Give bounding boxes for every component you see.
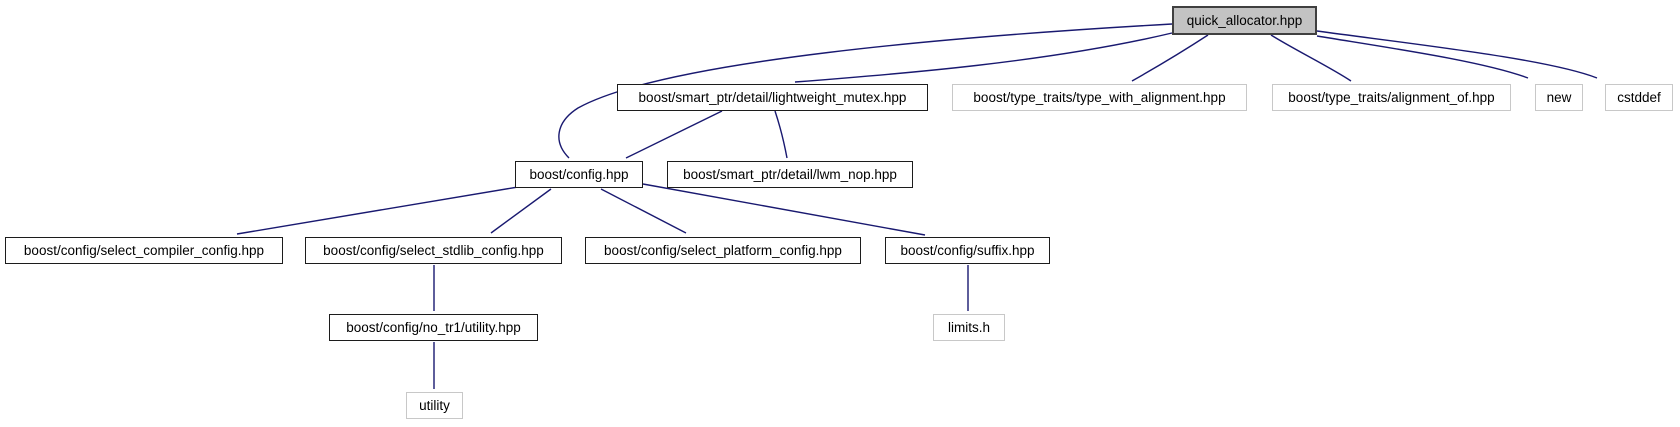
edge-quick_allocator-to-cstddef <box>1316 30 1598 79</box>
graph-node-quick_allocator: quick_allocator.hpp <box>1172 6 1317 35</box>
edge-config-to-select_compiler <box>236 186 519 235</box>
graph-node-select_compiler[interactable]: boost/config/select_compiler_config.hpp <box>5 237 283 264</box>
graph-node-type_with_alignment: boost/type_traits/type_with_alignment.hp… <box>952 84 1247 111</box>
graph-node-alignment_of: boost/type_traits/alignment_of.hpp <box>1272 84 1511 111</box>
edge-quick_allocator-to-alignment_of <box>1270 34 1352 82</box>
graph-node-limits_h: limits.h <box>933 314 1005 341</box>
edge-lightweight_mutex-to-config <box>625 110 723 159</box>
graph-node-lwm_nop[interactable]: boost/smart_ptr/detail/lwm_nop.hpp <box>667 161 913 188</box>
edge-config-to-select_platform <box>600 188 687 234</box>
graph-node-lightweight_mutex[interactable]: boost/smart_ptr/detail/lightweight_mutex… <box>617 84 928 111</box>
graph-node-no_tr1_utility[interactable]: boost/config/no_tr1/utility.hpp <box>329 314 538 341</box>
graph-node-select_stdlib[interactable]: boost/config/select_stdlib_config.hpp <box>305 237 562 264</box>
edge-config-to-suffix <box>642 183 926 236</box>
edge-lightweight_mutex-to-lwm_nop <box>774 110 788 159</box>
graph-node-new: new <box>1535 84 1583 111</box>
graph-node-utility: utility <box>406 392 463 419</box>
edge-quick_allocator-to-type_with_alignment <box>1131 34 1209 82</box>
edge-config-to-select_stdlib <box>490 188 552 234</box>
edge-quick_allocator-to-lightweight_mutex <box>794 32 1173 83</box>
edge-quick_allocator-to-new <box>1316 35 1529 79</box>
graph-node-config[interactable]: boost/config.hpp <box>515 161 643 188</box>
graph-node-cstddef: cstddef <box>1605 84 1673 111</box>
graph-node-select_platform[interactable]: boost/config/select_platform_config.hpp <box>585 237 861 264</box>
graph-node-suffix[interactable]: boost/config/suffix.hpp <box>885 237 1050 264</box>
